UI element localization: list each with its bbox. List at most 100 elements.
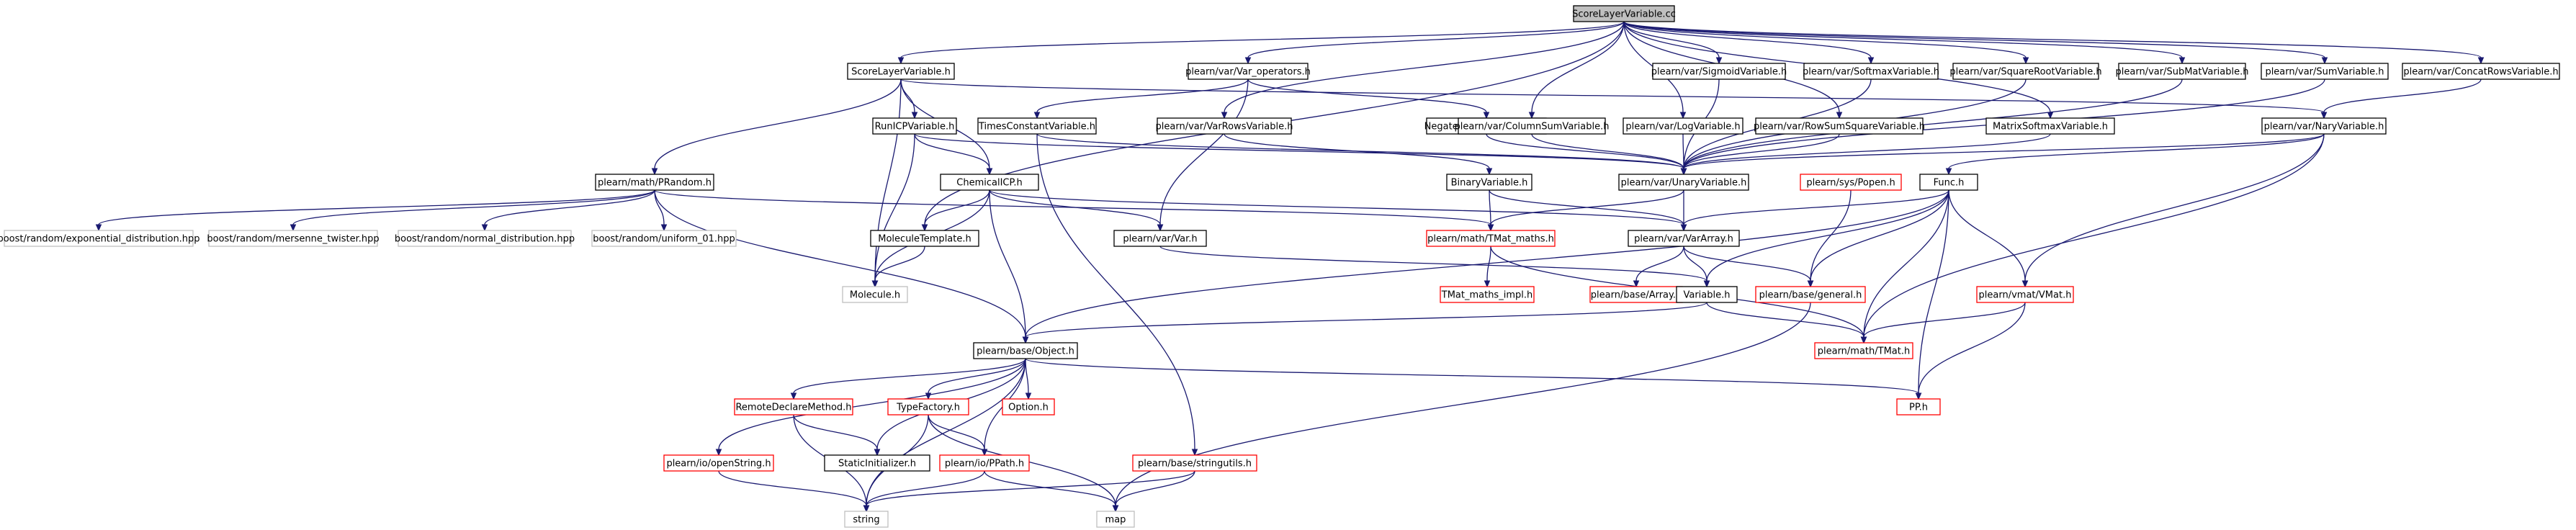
node-mersenne[interactable]: boost/random/mersenne_twister.hpp	[207, 230, 380, 247]
node-func[interactable]: Func.h	[1919, 174, 1978, 191]
edge-func-to-general	[1807, 189, 1949, 288]
node-box	[1814, 342, 1913, 359]
node-tmat_impl[interactable]: TMat_maths_impl.h	[1440, 286, 1535, 303]
node-timesconst[interactable]: TimesConstantVariable.h	[977, 117, 1097, 135]
edge-moltemplate-to-molecule	[871, 246, 925, 288]
edge-prandom-to-mersenne	[290, 189, 655, 232]
node-box	[940, 174, 1039, 191]
node-label: plearn/var/ColumnSumVariable.h	[1455, 122, 1610, 132]
node-var_ops[interactable]: plearn/var/Var_operators.h	[1185, 63, 1311, 80]
edge-var_ops-to-var_h	[1157, 78, 1249, 232]
node-slv_h[interactable]: ScoreLayerVariable.h	[847, 63, 955, 80]
node-molecule[interactable]: Molecule.h	[842, 286, 908, 303]
node-label: boost/random/normal_distribution.hpp	[395, 234, 575, 245]
node-box	[1157, 117, 1292, 135]
node-box	[1573, 5, 1675, 22]
node-label: Option.h	[1008, 403, 1049, 413]
node-concat[interactable]: plearn/var/ConcatRowsVariable.h	[2402, 63, 2560, 80]
node-box	[1676, 286, 1738, 303]
node-box	[1628, 230, 1740, 247]
node-rowsumsq[interactable]: plearn/var/RowSumSquareVariable.h	[1754, 117, 1925, 135]
node-tmat[interactable]: plearn/math/TMat.h	[1814, 342, 1913, 359]
node-logvar[interactable]: plearn/var/LogVariable.h	[1623, 117, 1743, 135]
node-vmat[interactable]: plearn/vmat/VMat.h	[1976, 286, 2074, 303]
node-typefactory[interactable]: TypeFactory.h	[887, 398, 969, 416]
node-chemicalicp[interactable]: ChemicalICP.h	[940, 174, 1039, 191]
node-staticinit[interactable]: StaticInitializer.h	[824, 454, 930, 472]
node-label: BinaryVariable.h	[1451, 178, 1528, 189]
node-array_h[interactable]: plearn/base/Array.h	[1589, 286, 1683, 303]
node-unary[interactable]: plearn/var/UnaryVariable.h	[1618, 174, 1749, 191]
node-sqroot[interactable]: plearn/var/SquareRootVariable.h	[1949, 63, 2102, 80]
node-variable[interactable]: Variable.h	[1676, 286, 1738, 303]
edge-binary-to-vararray	[1489, 189, 1687, 232]
node-label: plearn/math/TMat.h	[1818, 346, 1911, 357]
node-label: plearn/math/TMat_maths.h	[1427, 234, 1554, 245]
node-moltemplate[interactable]: MoleculeTemplate.h	[870, 230, 979, 247]
edge-prandom-to-tmat_maths	[654, 189, 1494, 232]
node-prandom[interactable]: plearn/math/PRandom.h	[595, 174, 714, 191]
node-exp_dist[interactable]: boost/random/exponential_distribution.hp…	[0, 230, 200, 247]
node-label: plearn/var/ConcatRowsVariable.h	[2403, 67, 2558, 78]
edge-object-to-option	[1025, 358, 1032, 400]
node-box	[1755, 286, 1866, 303]
node-label: StaticInitializer.h	[838, 459, 916, 470]
node-openstring[interactable]: plearn/io/openString.h	[663, 454, 774, 472]
edge-root-to-sumvar	[1623, 21, 2328, 65]
node-sumvar[interactable]: plearn/var/SumVariable.h	[2261, 63, 2389, 80]
edge-runicp-to-chemicalicp	[914, 133, 993, 176]
node-stringutils[interactable]: plearn/base/stringutils.h	[1132, 454, 1257, 472]
edge-vararray-to-variable	[1683, 246, 1710, 288]
node-label: plearn/base/general.h	[1759, 290, 1862, 301]
node-label: plearn/base/Object.h	[977, 346, 1074, 357]
node-sigmoid[interactable]: plearn/var/SigmoidVariable.h	[1651, 63, 1787, 80]
node-box	[2402, 63, 2560, 80]
node-varrows[interactable]: plearn/var/VarRowsVariable.h	[1156, 117, 1293, 135]
node-label: plearn/var/SoftmaxVariable.h	[1803, 67, 1939, 78]
edge-root-to-var_ops	[1244, 21, 1625, 65]
node-uniform01[interactable]: boost/random/uniform_01.hpp	[591, 230, 737, 247]
node-remote[interactable]: RemoteDeclareMethod.h	[734, 398, 853, 416]
node-box	[2261, 63, 2389, 80]
node-string[interactable]: string	[844, 511, 889, 528]
node-pp[interactable]: PP.h	[1896, 398, 1941, 416]
node-ppath[interactable]: plearn/io/PPath.h	[939, 454, 1030, 472]
node-label: map	[1105, 515, 1126, 526]
node-softmax[interactable]: plearn/var/SoftmaxVariable.h	[1803, 63, 1939, 80]
node-label: boost/random/uniform_01.hpp	[593, 234, 735, 245]
node-submat[interactable]: plearn/var/SubMatVariable.h	[2116, 63, 2249, 80]
node-box	[939, 454, 1030, 472]
node-tmat_maths[interactable]: plearn/math/TMat_maths.h	[1426, 230, 1556, 247]
node-root[interactable]: ScoreLayerVariable.cc	[1572, 5, 1676, 22]
node-box	[1800, 174, 1902, 191]
node-object[interactable]: plearn/base/Object.h	[973, 342, 1078, 359]
edge-chemicalicp-to-object	[989, 189, 1029, 344]
node-runicp[interactable]: RunICPVariable.h	[872, 117, 957, 135]
node-label: TypeFactory.h	[896, 403, 960, 413]
edge-prandom-to-exp_dist	[95, 189, 655, 232]
node-general[interactable]: plearn/base/general.h	[1755, 286, 1866, 303]
node-nary[interactable]: plearn/var/NaryVariable.h	[2261, 117, 2387, 135]
edge-openstring-to-string	[718, 470, 870, 513]
node-colsum[interactable]: plearn/var/ColumnSumVariable.h	[1455, 117, 1610, 135]
edge-chemicalicp-to-moltemplate	[921, 189, 990, 232]
node-box	[1132, 454, 1257, 472]
edge-slv_h-to-runicp	[900, 78, 918, 120]
edge-timesconst-to-unary	[1036, 133, 1687, 176]
node-box	[1985, 117, 2115, 135]
node-label: plearn/var/SigmoidVariable.h	[1651, 67, 1787, 78]
node-normal_dist[interactable]: boost/random/normal_distribution.hpp	[395, 230, 575, 247]
node-binary[interactable]: BinaryVariable.h	[1446, 174, 1532, 191]
edge-typefactory-to-ppath	[928, 414, 988, 457]
edge-var_ops-to-negate	[1247, 78, 1490, 120]
node-vararray[interactable]: plearn/var/VarArray.h	[1628, 230, 1740, 247]
node-map[interactable]: map	[1096, 511, 1135, 528]
node-popen[interactable]: plearn/sys/Popen.h	[1800, 174, 1902, 191]
edge-general-to-map	[1112, 302, 1811, 513]
node-box	[870, 230, 979, 247]
node-var_h[interactable]: plearn/var/Var.h	[1113, 230, 1207, 247]
node-label: plearn/math/PRandom.h	[598, 178, 712, 189]
node-option[interactable]: Option.h	[1002, 398, 1055, 416]
node-matsoftmax[interactable]: MatrixSoftmaxVariable.h	[1985, 117, 2115, 135]
